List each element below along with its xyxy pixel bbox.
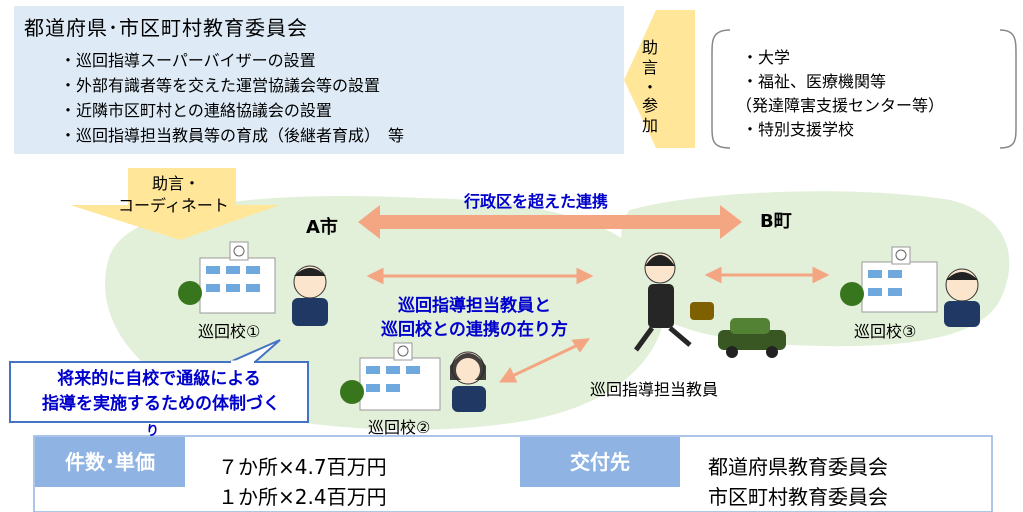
town-b-label: B町 (760, 211, 792, 232)
committee-box (14, 6, 624, 154)
callout-line2: 指導を実施するための体制づく (42, 394, 280, 414)
count-price-header: 件数･単価 (35, 437, 185, 487)
link-arrows (366, 266, 830, 383)
partners-bracket-right (999, 29, 1017, 149)
advice-char: 助 (641, 38, 658, 57)
partner-item: ・大学 (742, 48, 791, 67)
committee-item: ・巡回指導担当教員等の育成（後継者育成） 等 (60, 126, 405, 145)
advice-char: 参 (641, 96, 658, 115)
partner-item: ・福祉、医療機関等 (742, 72, 887, 91)
cross-region-label: 行政区を超えた連携 (464, 192, 609, 211)
committee-item: ・巡回指導スーパーバイザーの設置 (60, 51, 316, 70)
center-text-line1: 巡回指導担当教員と (398, 296, 551, 316)
partners-bracket-left (711, 29, 731, 149)
recipient-value-1: 都道府県教育委員会 (708, 455, 888, 479)
callout-line1: 将来的に自校で通級による (57, 369, 261, 389)
city-a-label: A市 (306, 217, 338, 238)
car-illustration (718, 318, 786, 358)
traveling-teacher-illustration (633, 252, 714, 352)
committee-title: 都道府県･市区町村教育委員会 (24, 16, 308, 40)
principal-3-illustration (944, 268, 980, 327)
advice-char: 言 (641, 58, 658, 77)
callout-shape (9, 339, 309, 423)
advice-char: ・ (641, 78, 658, 97)
table-frame (33, 435, 993, 512)
teacher-2-illustration (450, 351, 486, 412)
count-price-value-1: ７か所×4.7百万円 (218, 455, 387, 479)
school-3-label: 巡回校③ (854, 322, 917, 341)
school-2-label: 巡回校② (368, 418, 431, 437)
recipient-header: 交付先 (520, 437, 680, 487)
coordinate-arrow (70, 168, 280, 240)
traveling-teacher-label: 巡回指導担当教員 (590, 380, 719, 399)
school-1-label: 巡回校① (198, 322, 261, 341)
committee-item: ・外部有識者等を交えた運営協議会等の設置 (60, 76, 381, 95)
coordinate-line2: コーディネート (118, 196, 229, 215)
count-price-value-2: １か所×2.4百万円 (218, 485, 387, 509)
advice-arrow (624, 10, 695, 148)
partner-item: （発達障害支援センター等） (736, 96, 945, 115)
school-2-building (340, 342, 441, 411)
principal-1-illustration (292, 265, 328, 326)
center-text-line2: 巡回校との連携の在り方 (381, 320, 568, 340)
advice-char: 加 (641, 116, 658, 135)
callout-line3: り (146, 424, 160, 439)
recipient-value-2: 市区町村教育委員会 (708, 485, 888, 509)
committee-item: ・近隣市区町村との連絡協議会の設置 (60, 101, 332, 120)
school-1-building (178, 241, 276, 314)
coordinate-line1: 助言・ (152, 174, 201, 193)
cross-region-arrow (358, 205, 742, 239)
partner-item: ・特別支援学校 (742, 120, 855, 139)
school-3-building (840, 246, 938, 313)
